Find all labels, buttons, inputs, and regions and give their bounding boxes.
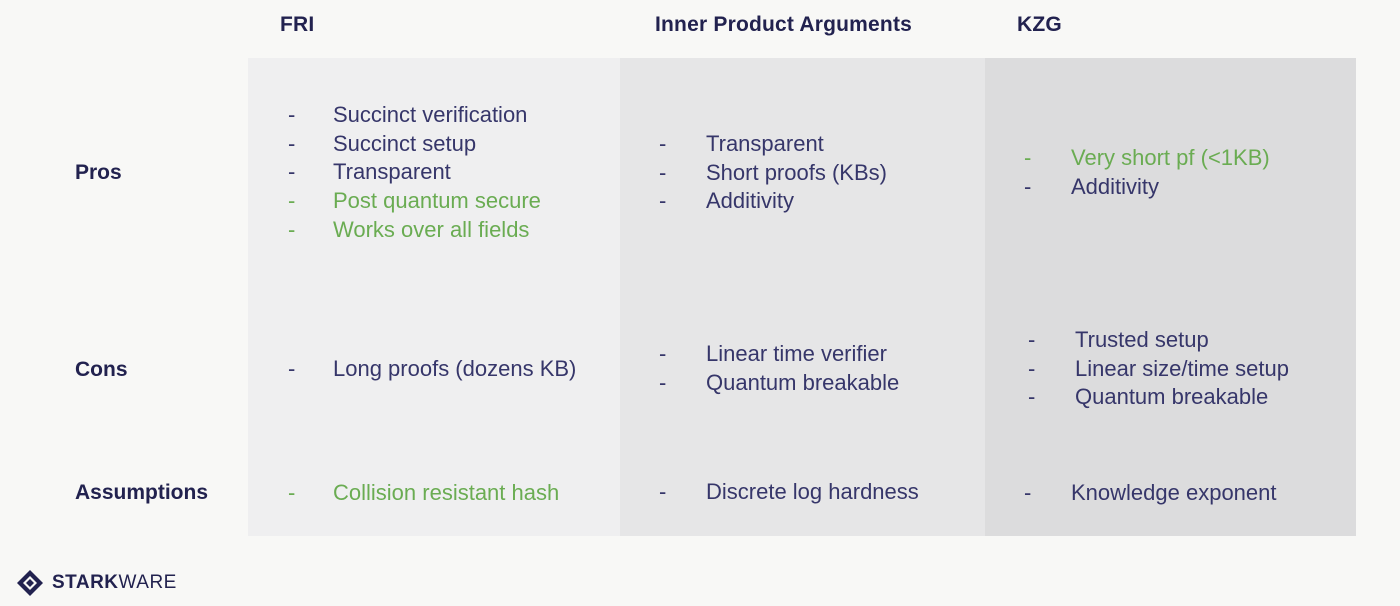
bullet-dash: - [288,480,296,505]
bullet-dash: - [288,130,296,156]
list-item: - Succinct setup [288,130,541,159]
ipa-panel [620,58,985,536]
bullet-dash: - [288,216,296,242]
list-item: - Transparent [659,130,887,159]
fri-cons-list: - Long proofs (dozens KB) [288,355,576,384]
bullet-dash: - [1028,384,1036,410]
list-item: - Very short pf (<1KB) [1024,144,1270,173]
column-header-fri: FRI [280,13,315,36]
list-item-text: Additivity [1071,173,1160,199]
bullet-dash: - [1028,355,1036,381]
list-item-text: Additivity [706,188,795,214]
list-item: - Collision resistant hash [288,479,559,508]
list-item-text: Works over all fields [333,216,530,242]
list-item: - Additivity [659,187,887,216]
bullet-dash: - [288,356,296,381]
list-item-text: Collision resistant hash [333,480,560,505]
bullet-dash: - [659,369,667,395]
row-header-pros: Pros [75,161,122,184]
list-item: - Trusted setup [1028,326,1289,355]
list-item-text: Quantum breakable [706,369,900,395]
list-item-text: Knowledge exponent [1071,480,1277,505]
fri-panel [248,58,620,536]
bullet-dash: - [659,131,667,156]
bullet-dash: - [288,159,296,185]
list-item: - Long proofs (dozens KB) [288,355,576,384]
list-item: - Knowledge exponent [1024,479,1277,508]
list-item: - Quantum breakable [1028,383,1289,412]
list-item-text: Trusted setup [1075,327,1209,352]
ipa-assumptions-list: - Discrete log hardness [659,478,919,507]
list-item-text: Post quantum secure [333,188,541,214]
list-item: - Post quantum secure [288,187,541,216]
list-item: - Additivity [1024,173,1270,202]
fri-assumptions-list: - Collision resistant hash [288,479,559,508]
kzg-panel [985,58,1356,536]
list-item: - Linear size/time setup [1028,355,1289,384]
bullet-dash: - [659,188,667,214]
bullet-dash: - [1028,327,1036,352]
list-item-text: Succinct verification [333,102,528,127]
list-item: - Succinct verification [288,101,541,130]
list-item: - Short proofs (KBs) [659,159,887,188]
row-header-cons: Cons [75,358,128,381]
ipa-cons-list: - Linear time verifier - Quantum breakable [659,340,899,397]
row-header-assumptions: Assumptions [75,481,209,504]
bullet-dash: - [1024,480,1032,505]
column-header-inner-product-arguments: Inner Product Arguments [655,13,913,36]
list-item-text: Long proofs (dozens KB) [333,356,577,381]
list-item: - Linear time verifier [659,340,899,369]
bullet-dash: - [659,159,667,185]
list-item-text: Discrete log hardness [706,479,919,504]
list-item: - Discrete log hardness [659,478,919,507]
kzg-pros-list: - Very short pf (<1KB) - Additivity [1024,144,1270,201]
list-item-text: Quantum breakable [1075,384,1269,410]
fri-pros-list: - Succinct verification - Succinct setup - Tr… [288,101,541,245]
bullet-dash: - [288,188,296,214]
starkware-wordmark: STARKWARE [52,572,177,593]
list-item-text: Transparent [333,159,451,185]
kzg-cons-list: - Trusted setup - Linear size/time setup - Qu… [1028,326,1289,412]
starkware-diamond-icon [16,569,44,597]
list-item-text: Succinct setup [333,130,477,156]
bullet-dash: - [659,479,667,504]
bullet-dash: - [288,102,296,127]
list-item-text: Transparent [706,131,824,156]
list-item-text: Linear size/time setup [1075,355,1289,381]
list-item-text: Short proofs (KBs) [706,159,887,185]
bullet-dash: - [659,341,667,366]
starkware-logo: STARKWARE [16,569,177,597]
list-item-text: Very short pf (<1KB) [1071,145,1270,170]
bullet-dash: - [1024,145,1032,170]
list-item: - Works over all fields [288,216,541,245]
ipa-pros-list: - Transparent - Short proofs (KBs) - Additivi… [659,130,887,216]
list-item: - Quantum breakable [659,369,899,398]
bullet-dash: - [1024,173,1032,199]
list-item: - Transparent [288,158,541,187]
kzg-assumptions-list: - Knowledge exponent [1024,479,1277,508]
column-header-kzg: KZG [1017,13,1062,36]
list-item-text: Linear time verifier [706,341,887,366]
